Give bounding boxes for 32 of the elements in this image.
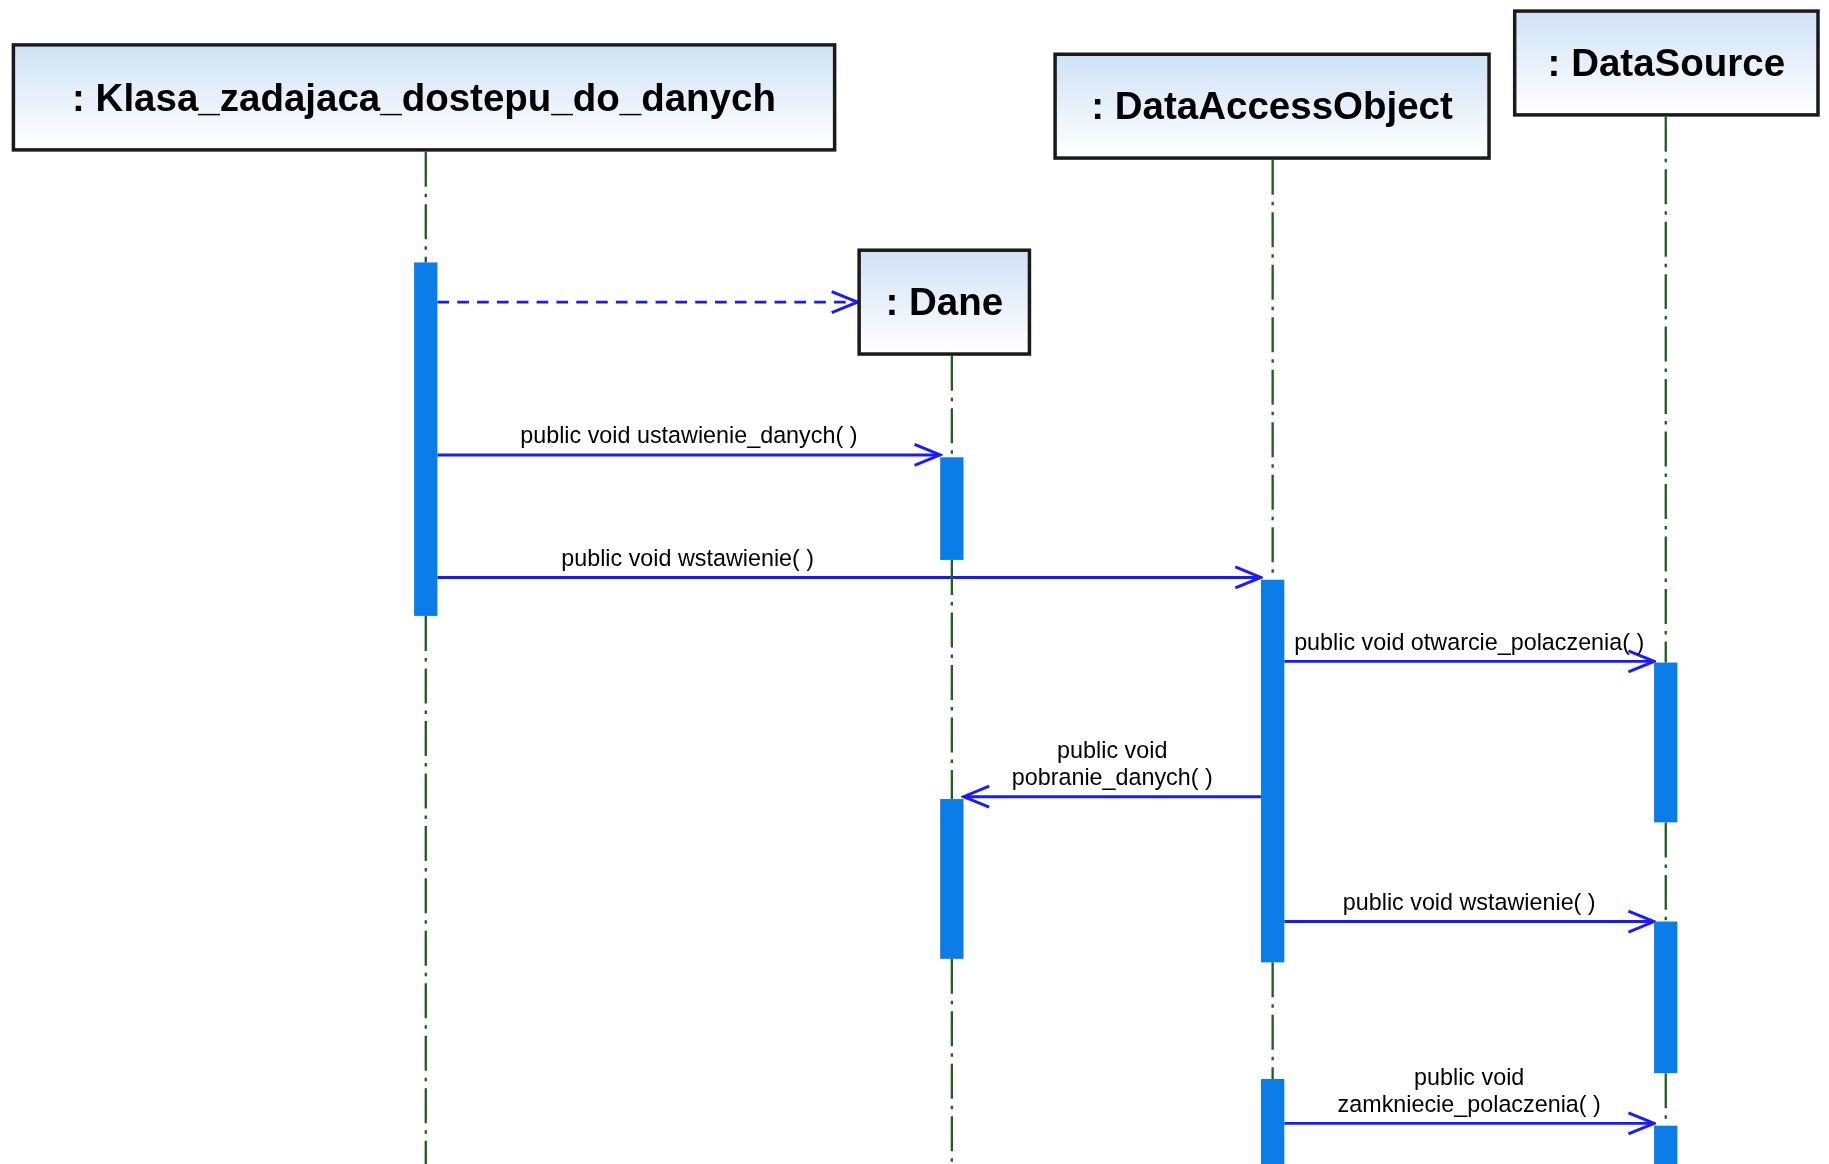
message-arrow [437, 565, 1263, 590]
message-arrow [1284, 909, 1656, 934]
lifeline [1271, 962, 1274, 1079]
lifeline [950, 559, 954, 800]
object-box: : Dane [857, 248, 1032, 356]
activation-bar [1654, 1125, 1678, 1164]
activation-bar [940, 457, 964, 560]
edge-label: public void zamkniecie_polaczenia( ) [1336, 1063, 1602, 1118]
activation-bar [414, 262, 438, 616]
lifeline [1664, 116, 1667, 663]
dashed-arrow [437, 290, 859, 315]
message-arrow [1284, 1111, 1656, 1136]
lifeline [424, 151, 427, 263]
edge-label: public void pobranie_danych( ) [1010, 737, 1214, 791]
edge-label: public void ustawienie_danych( ) [520, 422, 858, 450]
lifeline [424, 615, 427, 1164]
edge-label: public void otwarcie_polaczenia( ) [1294, 628, 1645, 656]
message-arrow [437, 443, 942, 467]
activation-bar [1654, 921, 1678, 1074]
object-box: : DataSource [1512, 9, 1820, 117]
lifeline [1664, 822, 1667, 922]
object-box: : DataAccessObject [1053, 52, 1491, 160]
activation-bar [1261, 1079, 1285, 1164]
edge-label: public void wstawienie( ) [561, 544, 815, 572]
lifeline [950, 958, 954, 1164]
message-arrow [962, 784, 1261, 809]
activation-bar [940, 799, 964, 959]
activation-bar [1654, 662, 1678, 823]
message-arrow [1284, 649, 1656, 674]
activation-bar [1261, 579, 1285, 963]
edge-label: public void wstawienie( ) [1342, 888, 1596, 916]
object-box: : Klasa_zadajaca_dostepu_do_danych [11, 43, 837, 152]
